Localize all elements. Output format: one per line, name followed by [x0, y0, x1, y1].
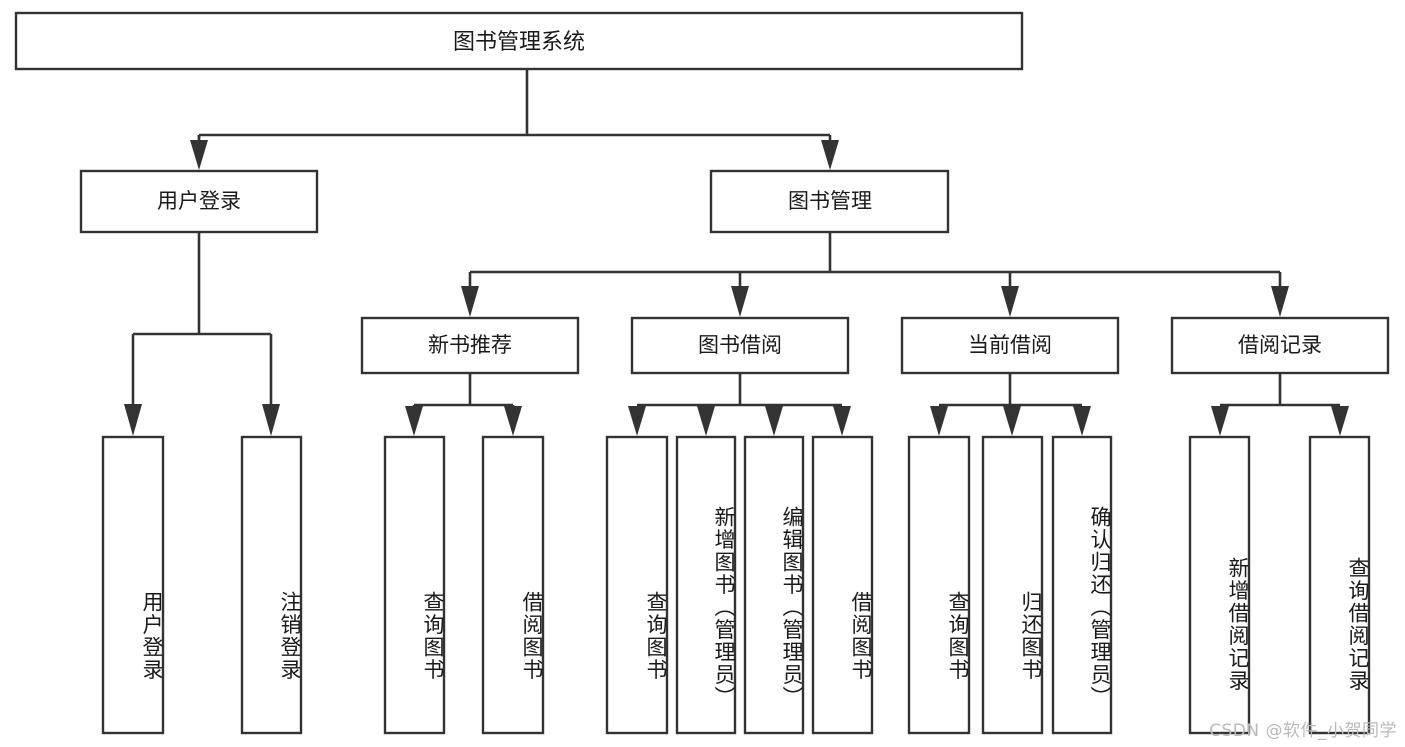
arrow-head-leaf-add-book-admin: [697, 406, 715, 436]
leaf-box-add-record[interactable]: [1188, 435, 1251, 735]
arrow-head-new-book-recommend: [461, 286, 479, 317]
node-user-login-label: 用户登录: [157, 189, 241, 213]
arrow-head-user-login: [190, 140, 208, 170]
arrow-head-current-borrow: [1001, 286, 1019, 317]
arrow-head-leaf-return-book: [1003, 406, 1021, 436]
leaf-box-query-book-1[interactable]: [383, 435, 446, 735]
arrow-head-leaf-borrow-book-1: [504, 406, 522, 436]
leaf-box-edit-book-admin[interactable]: [743, 435, 805, 735]
node-root-box[interactable]: [14, 11, 1024, 71]
arrow-head-leaf-add-record: [1211, 406, 1229, 436]
node-new-book-recommend-box[interactable]: [360, 316, 580, 375]
leaf-box-logout[interactable]: [240, 435, 303, 735]
node-book-manage[interactable]: 图书管理: [709, 169, 950, 234]
node-book-manage-box[interactable]: [709, 169, 950, 234]
node-current-borrow[interactable]: 当前借阅: [900, 316, 1120, 375]
arrow-head-leaf-query-book-2: [628, 406, 646, 436]
connector-layer: [124, 69, 1349, 436]
arrow-head-borrow-record: [1271, 286, 1289, 317]
leaf-box-user-login[interactable]: [101, 435, 165, 735]
csdn-watermark: CSDN @软件_小贺同学: [1209, 721, 1397, 741]
node-borrow-record-label: 借阅记录: [1238, 333, 1322, 357]
arrow-head-leaf-query-book-1: [405, 406, 423, 436]
arrow-head-leaf-edit-book-admin: [765, 406, 783, 436]
leaf-box-query-record[interactable]: [1308, 435, 1371, 735]
node-borrow-record[interactable]: 借阅记录: [1170, 316, 1390, 375]
node-book-borrow-label: 图书借阅: [698, 333, 782, 357]
node-book-borrow-box[interactable]: [630, 316, 850, 375]
leaf-box-query-book-3[interactable]: [907, 435, 971, 735]
node-book-borrow[interactable]: 图书借阅: [630, 316, 850, 375]
arrow-head-leaf-logout: [262, 404, 280, 436]
arrow-head-leaf-query-book-3: [930, 406, 948, 436]
node-current-borrow-label: 当前借阅: [968, 333, 1052, 357]
node-user-login-box[interactable]: [79, 169, 319, 234]
arrow-head-leaf-query-record: [1331, 406, 1349, 436]
leaf-box-return-book[interactable]: [981, 435, 1044, 735]
arrow-head-leaf-borrow-book-2: [833, 406, 851, 436]
leaf-box-borrow-book-2[interactable]: [811, 435, 874, 735]
arrow-head-book-manage: [821, 140, 839, 170]
leaf-box-layer: [101, 435, 1371, 735]
leaf-box-borrow-book-1[interactable]: [481, 435, 545, 735]
node-new-book-recommend[interactable]: 新书推荐: [360, 316, 580, 375]
node-book-manage-label: 图书管理: [788, 189, 872, 213]
arrow-head-book-borrow: [731, 286, 749, 317]
leaf-box-query-book-2[interactable]: [605, 435, 669, 735]
node-borrow-record-box[interactable]: [1170, 316, 1390, 375]
arrow-head-leaf-user-login: [124, 404, 142, 436]
node-root[interactable]: 图书管理系统: [14, 11, 1024, 71]
node-root-label: 图书管理系统: [453, 30, 585, 55]
node-new-book-recommend-label: 新书推荐: [428, 333, 512, 357]
node-user-login[interactable]: 用户登录: [79, 169, 319, 234]
leaf-box-confirm-return[interactable]: [1051, 435, 1113, 735]
leaf-box-add-book-admin[interactable]: [675, 435, 737, 735]
node-current-borrow-box[interactable]: [900, 316, 1120, 375]
arrow-head-leaf-confirm-return: [1073, 406, 1091, 436]
